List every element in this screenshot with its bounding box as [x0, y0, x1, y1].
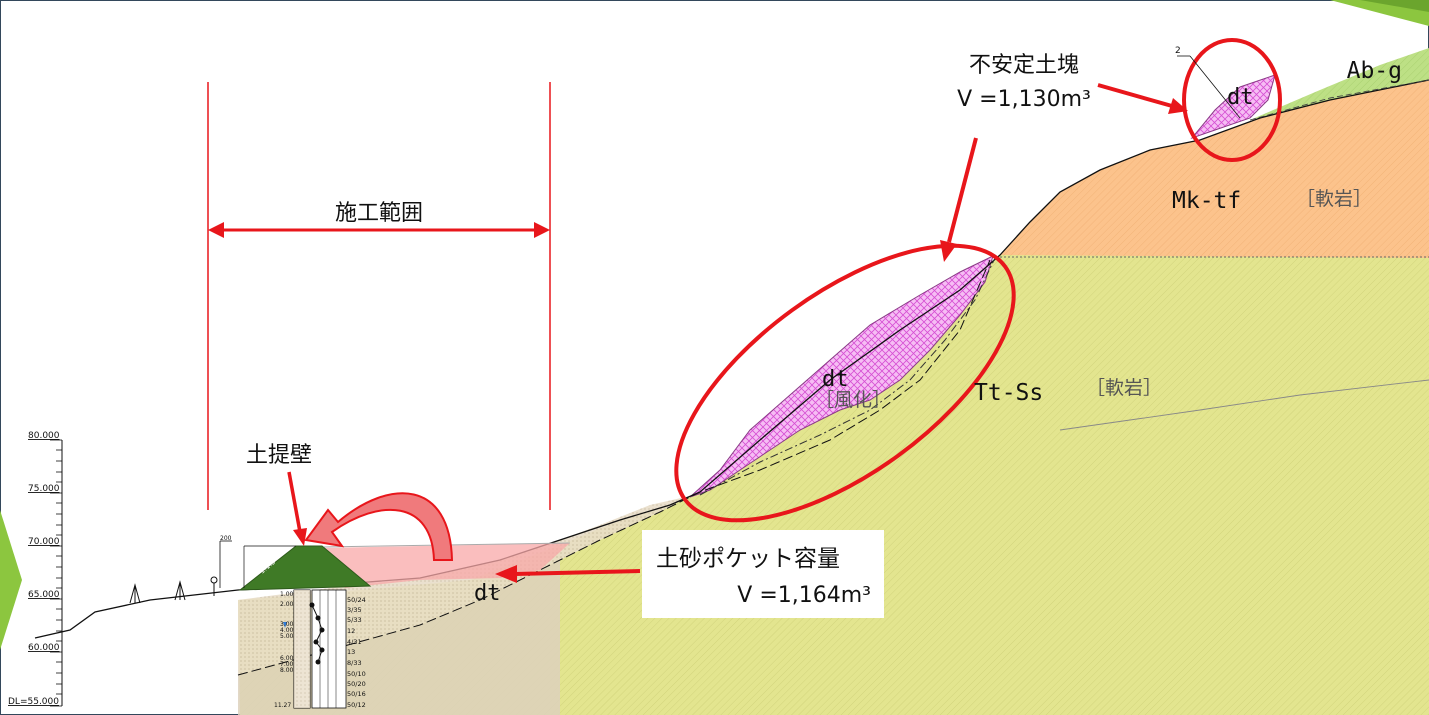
- svg-text:4.00: 4.00: [280, 627, 294, 634]
- leader-line: [1189, 55, 1241, 119]
- elev-tick-80: 80.000: [28, 431, 60, 441]
- dt-mass-top: [1190, 74, 1276, 140]
- side-decoration-left: [0, 510, 22, 650]
- layer-boundary-lower: [1059, 379, 1429, 431]
- embankment-arrow-head: [293, 528, 307, 546]
- mk-tf-note: ［軟岩］: [1296, 188, 1372, 210]
- elev-tick-70: 70.000: [28, 537, 60, 547]
- ab-g-label: Ab-g: [1347, 58, 1402, 84]
- unstable-block-title: 不安定土塊: [969, 53, 1079, 78]
- embankment-wall: [238, 545, 372, 591]
- elev-tick-75: 75.000: [28, 484, 60, 494]
- svg-text:13: 13: [347, 648, 355, 656]
- orange-layer-mk-tf: [1000, 80, 1429, 258]
- pocket-label-box: [642, 530, 884, 618]
- svg-text:5/33: 5/33: [347, 616, 362, 624]
- construction-range-label: 施工範囲: [335, 201, 423, 226]
- svg-text:12: 12: [347, 627, 355, 635]
- svg-text:11.27: 11.27: [274, 702, 291, 709]
- water-level-icon: [283, 622, 287, 628]
- tt-ss-note: ［軟岩］: [1086, 377, 1162, 399]
- corner-decoration-top-dark: [1360, 0, 1429, 12]
- dim-200-label: 200: [220, 535, 232, 542]
- mk-tf-label: Mk-tf: [1172, 188, 1241, 214]
- boring-n-values: 50/24 3/35 5/33 12 4/31 13 8/33 50/10 50…: [347, 596, 366, 709]
- talus-layer: [238, 496, 690, 675]
- svg-text:50/24: 50/24: [347, 596, 366, 604]
- layer-boundary-ab-g: [1249, 79, 1429, 121]
- green-layer-ab-g: [1250, 48, 1429, 120]
- svg-text:8/33: 8/33: [347, 659, 362, 667]
- tt-ss-label: Tt-Ss: [974, 380, 1043, 406]
- ground-surface-line: [34, 79, 1429, 639]
- elev-tick-55: DL=55.000: [8, 697, 59, 707]
- range-arrow-right-head: [534, 222, 550, 238]
- svg-text:3/35: 3/35: [347, 606, 362, 614]
- range-arrow-left-head: [208, 222, 224, 238]
- borehole-log: [283, 589, 347, 709]
- earth-pocket-area: [322, 543, 570, 588]
- unstable-arrow-mid-shaft: [947, 137, 978, 243]
- svg-text:50/12: 50/12: [347, 701, 366, 709]
- unstable-block-volume: V =1,130m³: [957, 87, 1091, 112]
- slip-surface-line: [237, 259, 991, 676]
- highlight-circle-top: [1182, 38, 1282, 162]
- unstable-arrow-top-shaft: [1097, 83, 1173, 108]
- highlight-ellipse-mid: [674, 243, 1016, 523]
- elev-tick-65: 65.000: [28, 590, 60, 600]
- unstable-arrow-mid-head: [940, 240, 957, 262]
- pocket-arrow-head: [495, 565, 517, 583]
- svg-text:6.00: 6.00: [280, 655, 294, 662]
- elev-tick-60: 60.000: [28, 643, 60, 653]
- borehole-pattern: [294, 590, 310, 708]
- dt-top-label: dt: [1227, 85, 1254, 110]
- small-mark-label: 2: [1175, 46, 1181, 56]
- chain-line-lower: [699, 257, 996, 496]
- embankment-arrow-shaft: [287, 471, 302, 533]
- pocket-volume: V =1,164m³: [737, 583, 871, 608]
- elevation-scale: [50, 439, 63, 707]
- curved-relocation-arrow: [304, 492, 454, 561]
- svg-text:7.00: 7.00: [280, 661, 294, 668]
- svg-text:5.00: 5.00: [280, 633, 294, 640]
- svg-text:4/31: 4/31: [347, 638, 362, 646]
- pocket-arrow-shaft: [514, 569, 641, 576]
- n-value-column: [311, 589, 347, 709]
- svg-text:3.00: 3.00: [280, 621, 294, 628]
- dt-mass-mid: [689, 255, 994, 498]
- svg-text:8.00: 8.00: [280, 667, 294, 674]
- dt-weathered-label: ［風化］: [815, 389, 891, 411]
- fence-icons: [129, 576, 218, 604]
- svg-text:50/20: 50/20: [347, 680, 366, 688]
- dt-bottom-label: dt: [474, 581, 501, 606]
- svg-text:50/16: 50/16: [347, 690, 366, 698]
- svg-text:2.00: 2.00: [280, 601, 294, 608]
- pocket-title: 土砂ポケット容量: [656, 546, 840, 572]
- boring-depths: 1.00 2.00 3.00 4.00 5.00 6.00 7.00 8.00 …: [274, 591, 294, 709]
- svg-text:50/10: 50/10: [347, 670, 366, 678]
- svg-text:1.00: 1.00: [280, 591, 294, 598]
- dt-mid-label: dt: [822, 367, 849, 392]
- embankment-wall-label: 土提壁: [246, 443, 312, 468]
